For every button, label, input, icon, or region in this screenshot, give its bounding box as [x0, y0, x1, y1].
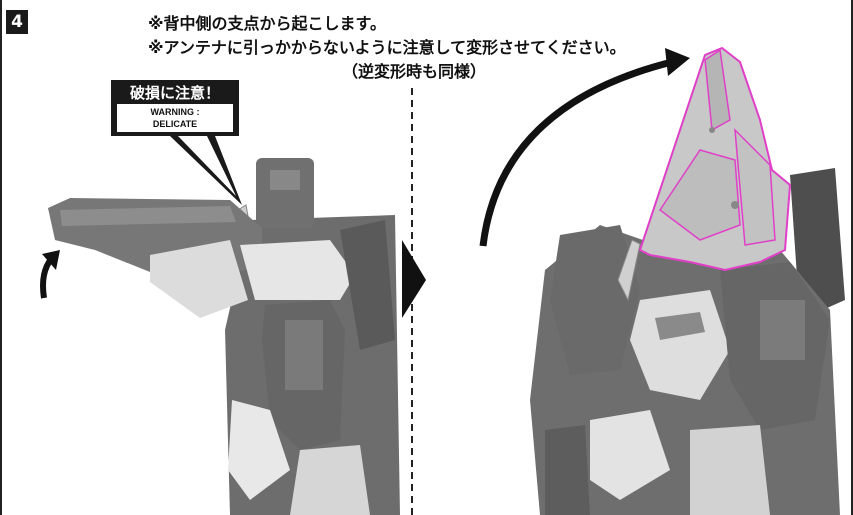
- step-number-badge: 4: [6, 10, 28, 34]
- rotate-arrow-small-icon: [40, 256, 55, 299]
- warning-english-line1: WARNING :: [150, 107, 200, 117]
- highlighted-raised-part: [638, 46, 792, 272]
- robot-right-figure: [530, 168, 845, 515]
- rotate-arrowhead-small-icon: [42, 250, 60, 270]
- rotate-arrow-large-icon: [479, 58, 673, 247]
- rotate-arrowhead-large-icon: [665, 48, 690, 76]
- instruction-note-1: ※背中側の支点から起こします。: [148, 14, 386, 33]
- warning-english-line2: DELICATE: [152, 119, 198, 129]
- warning-label: 破損に注意！ WARNING : DELICATE: [111, 80, 239, 136]
- warning-pointer: [170, 136, 242, 205]
- robot-left-figure: [48, 158, 400, 515]
- next-arrow-icon: [402, 240, 426, 318]
- warning-japanese-text: 破損に注意！: [129, 84, 220, 102]
- instruction-note-3: （逆変形時も同様）: [342, 62, 487, 81]
- warning-english-box: WARNING : DELICATE: [117, 104, 233, 132]
- instruction-note-2: ※アンテナに引っかからないように注意して変形させてください。: [148, 38, 626, 57]
